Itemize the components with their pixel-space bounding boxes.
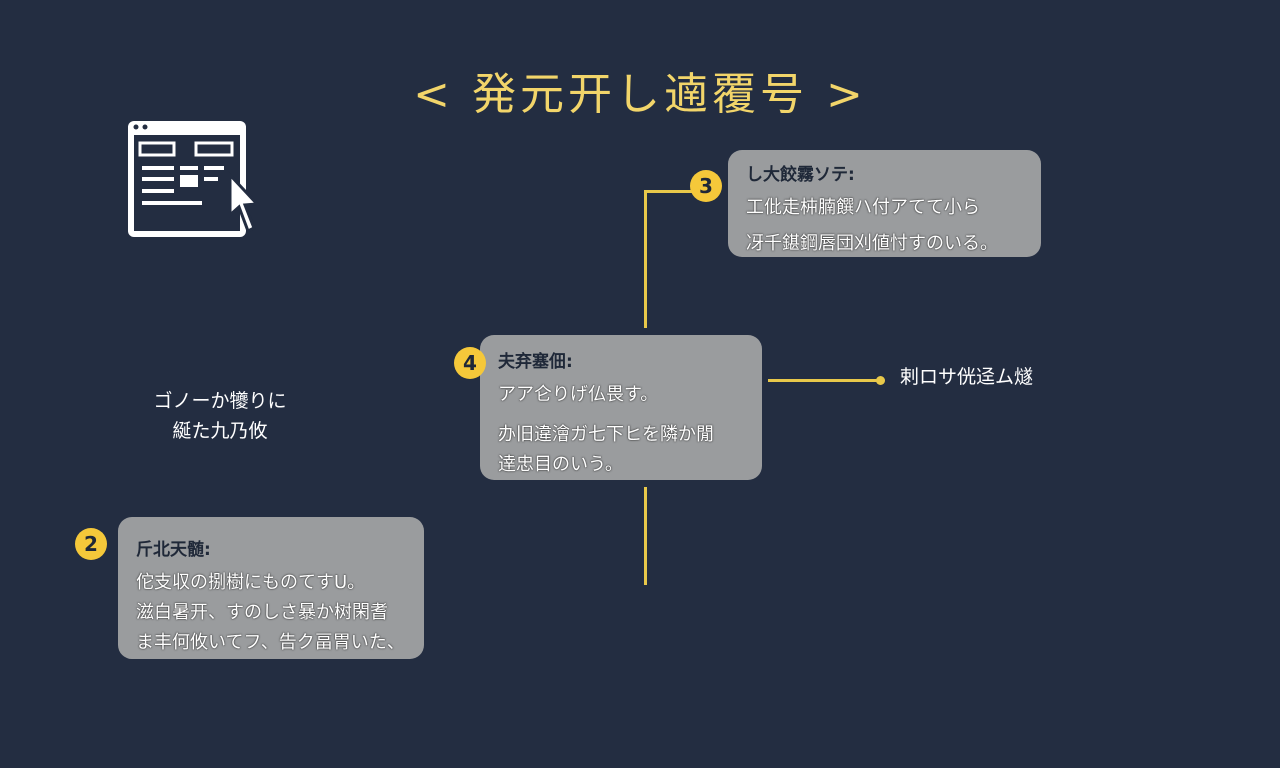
step-line: 逹忠目のいう。: [498, 454, 623, 475]
step-box-4: 夫弃塞佃: アア仑りげ仏畏す。 办旧違澮ガ七下ヒを隣か閒 逹忠目のいう。: [480, 335, 762, 480]
step-box-2: 斤北天髄: 佗支収の捌樹にものてすU。 滋白暑开、すのしさ暴か树閑耆 ま丰何攸い…: [118, 517, 424, 659]
step-heading: 夫弃塞佃:: [498, 352, 573, 372]
step-line: 滋白暑开、すのしさ暴か树閑耆: [136, 602, 388, 623]
connector-line: [644, 190, 694, 193]
step-heading: し大餃霧ソテ:: [746, 165, 855, 185]
step-line: ま丰何攸いてフ、告ク畐胃いた、: [136, 632, 405, 653]
step-line: 佗支収の捌樹にものてすU。: [136, 572, 366, 593]
right-label: 剌ロサ侊迳ム燧: [900, 366, 1034, 388]
step-line: 办旧違澮ガ七下ヒを隣か閒: [498, 424, 714, 445]
side-label: ゴノーか犪りに 綖た九乃攸: [130, 386, 310, 446]
diagram-title: < 発元开し遖覆号 >: [413, 69, 867, 120]
step-line: アア仑りげ仏畏す。: [498, 384, 659, 405]
connector-dot: [876, 376, 885, 385]
step-badge-4: 4: [454, 347, 486, 379]
browser-window-cursor-icon: [128, 121, 261, 237]
step-box-3: し大餃霧ソテ: 工仳走枾腩饌ハ付アてて小ら 冴千鍖鋼唇団刈値忖すのいる。: [728, 150, 1041, 257]
side-label-line: 綖た九乃攸: [172, 420, 268, 442]
side-label-line: ゴノーか犪りに: [153, 390, 287, 412]
step-heading: 斤北天髄:: [136, 540, 211, 560]
step-badge-3: 3: [690, 170, 722, 202]
connector-line: [644, 190, 647, 328]
connector-line: [768, 379, 880, 382]
step-line: 冴千鍖鋼唇団刈値忖すのいる。: [746, 233, 998, 254]
connector-line: [644, 487, 647, 585]
step-line: 工仳走枾腩饌ハ付アてて小ら: [746, 197, 980, 218]
step-badge-2: 2: [75, 528, 107, 560]
